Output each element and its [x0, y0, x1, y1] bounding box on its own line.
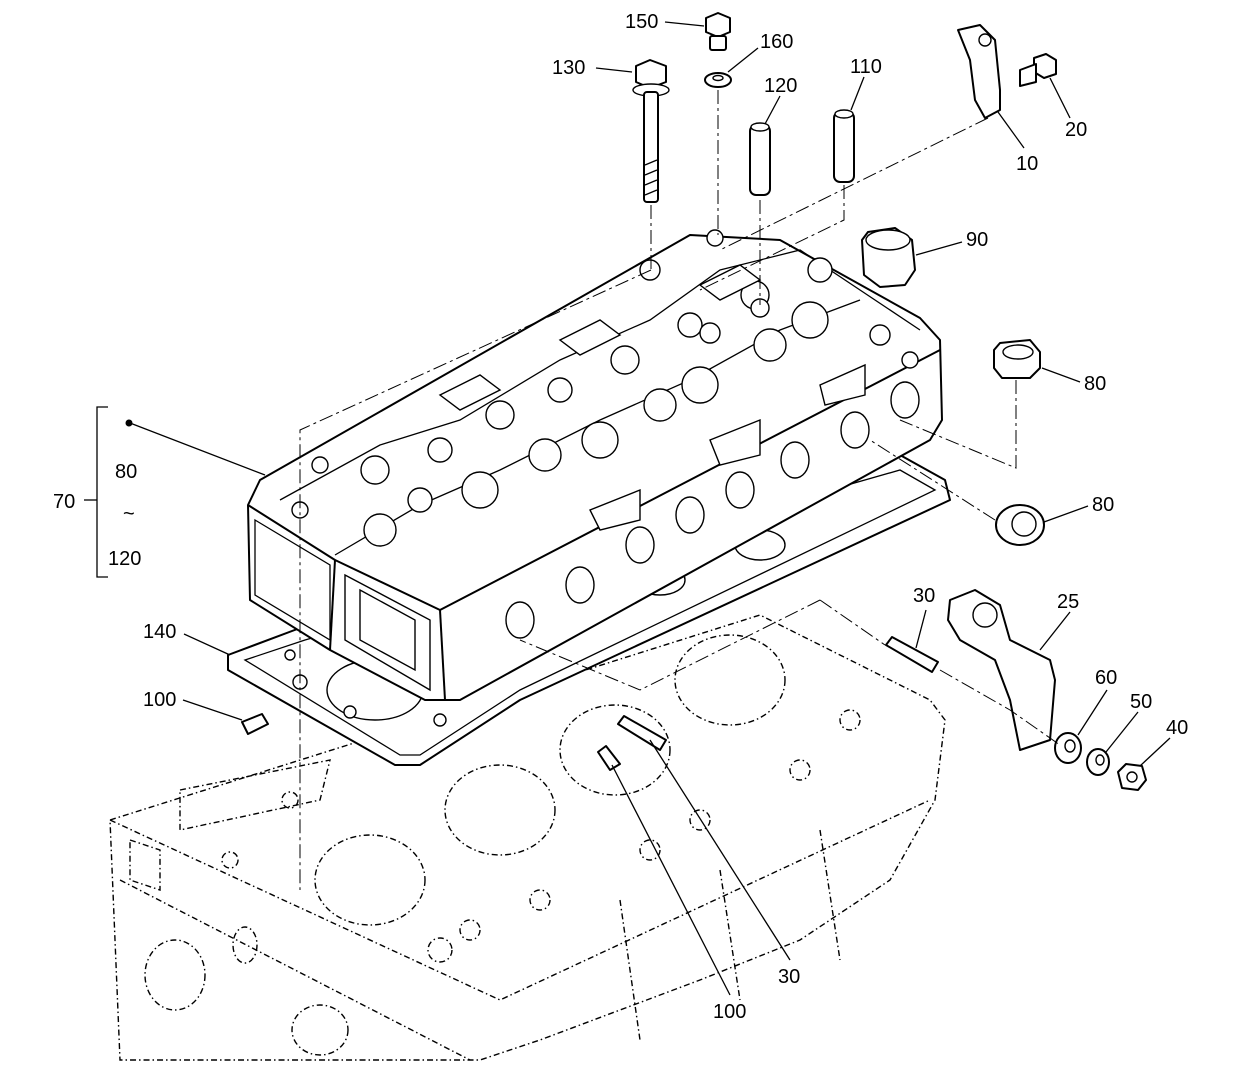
valve-guide-110	[833, 109, 855, 183]
spring-washer-50	[1086, 748, 1110, 776]
bracket-25	[947, 589, 1056, 751]
valve-guide-120	[749, 122, 771, 196]
dowel-100-left	[241, 713, 269, 735]
label-120: 120	[764, 75, 797, 97]
label-150: 150	[625, 11, 658, 33]
label-100-left: 100	[143, 689, 176, 711]
label-160: 160	[760, 31, 793, 53]
leader-lines	[84, 21, 1171, 996]
bolt-20	[1019, 53, 1057, 87]
label-100-bottom: 100	[713, 1001, 746, 1023]
label-30-upper: 30	[913, 585, 935, 607]
label-80-upper: 80	[1084, 373, 1106, 395]
label-70: 70	[53, 491, 75, 513]
label-140: 140	[143, 621, 176, 643]
label-70-range-end: 120	[108, 548, 141, 570]
seal-80-upper	[993, 339, 1041, 379]
label-80-lower: 80	[1092, 494, 1114, 516]
washer-160	[704, 72, 732, 88]
cylinder-block	[109, 614, 946, 1061]
plug-bolt-150	[705, 12, 731, 51]
part-labels: 150 160 130 120 110 20 10 90 80 80 70 80…	[53, 11, 1188, 1023]
nut-40	[1117, 763, 1147, 791]
dowel-100-middle	[597, 745, 621, 771]
cylinder-head	[247, 229, 943, 701]
stud-30-lower	[617, 715, 667, 751]
label-60: 60	[1095, 667, 1117, 689]
label-70-range-tilde: ~	[123, 503, 135, 525]
head-bolt-130	[632, 59, 670, 203]
hanger-bracket-10	[957, 24, 1001, 119]
label-50: 50	[1130, 691, 1152, 713]
label-10: 10	[1016, 153, 1038, 175]
washer-60	[1054, 732, 1082, 764]
assembly-lines	[299, 90, 1061, 890]
label-130: 130	[552, 57, 585, 79]
label-40: 40	[1166, 717, 1188, 739]
label-30-lower: 30	[778, 966, 800, 988]
label-20: 20	[1065, 119, 1087, 141]
leader-dot	[125, 419, 133, 427]
label-90: 90	[966, 229, 988, 251]
cap-90	[861, 227, 916, 288]
seal-80-lower	[995, 504, 1045, 546]
label-70-range-start: 80	[115, 461, 137, 483]
stud-30-upper	[885, 636, 939, 673]
label-25: 25	[1057, 591, 1079, 613]
label-110: 110	[850, 56, 882, 78]
